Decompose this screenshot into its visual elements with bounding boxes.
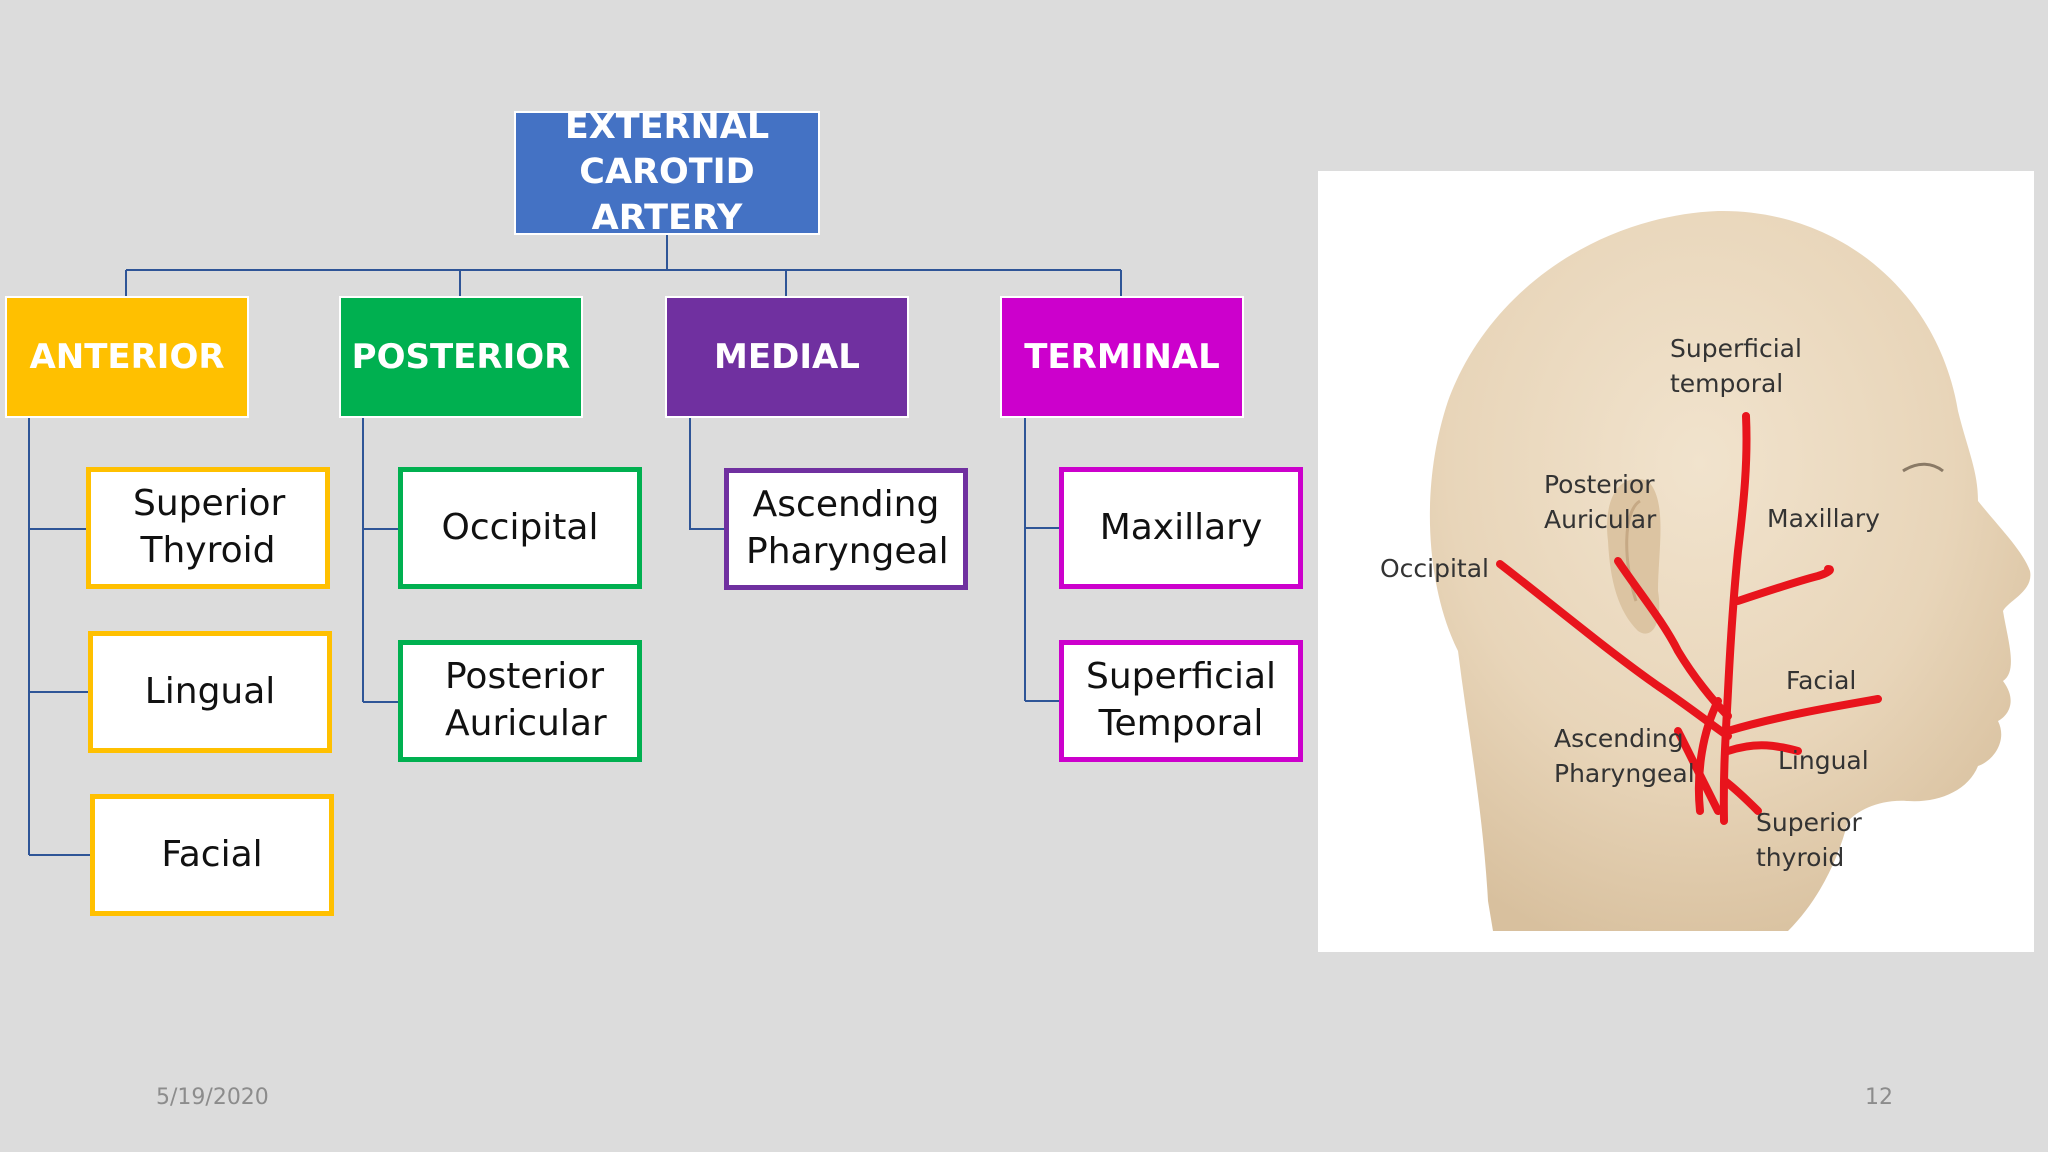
artery-lines [1496, 412, 1882, 825]
eye [1902, 462, 1944, 473]
label-maxillary: Maxillary [1767, 504, 1880, 533]
branch-facial-label: Facial [161, 833, 263, 875]
branch-posterior-auricular: Posterior Auricular [398, 640, 642, 762]
branch-maxillary: Maxillary [1059, 467, 1303, 589]
medial-branch-lines [689, 418, 726, 530]
branch-superior-thyroid-label: Superior Thyroid [133, 483, 286, 571]
branch-superficial-temporal-label: Superficial Temporal [1086, 656, 1277, 744]
category-terminal: TERMINAL [1000, 296, 1244, 418]
branch-lingual: Lingual [88, 631, 332, 753]
category-anterior-label: ANTERIOR [29, 336, 225, 377]
label-facial: Facial [1786, 666, 1857, 695]
category-posterior: POSTERIOR [339, 296, 583, 418]
head-drawing [1429, 210, 2031, 931]
label-ascending-pharyngeal: Ascending Pharyngeal [1554, 724, 1695, 788]
branch-posterior-auricular-label: Posterior Auricular [445, 656, 607, 744]
category-medial-label: MEDIAL [714, 336, 860, 377]
branch-lingual-label: Lingual [144, 670, 276, 712]
branch-superficial-temporal: Superficial Temporal [1059, 640, 1303, 762]
head-silhouette [1429, 210, 2031, 931]
branch-occipital-label: Occipital [441, 506, 599, 548]
branch-occipital: Occipital [398, 467, 642, 589]
footer-page-number: 12 [1865, 1085, 1893, 1110]
category-terminal-label: TERMINAL [1024, 336, 1220, 377]
category-anterior: ANTERIOR [5, 296, 249, 418]
label-occipital: Occipital [1380, 554, 1489, 583]
branch-ascending-pharyngeal-label: Ascending Pharyngeal [746, 484, 949, 572]
category-medial: MEDIAL [665, 296, 909, 418]
root-node-external-carotid-artery: EXTERNAL CAROTID ARTERY [514, 107, 820, 238]
branch-ascending-pharyngeal: Ascending Pharyngeal [724, 468, 968, 590]
label-superior-thyroid: Superior thyroid [1756, 808, 1862, 872]
branch-maxillary-label: Maxillary [1099, 506, 1263, 548]
label-lingual: Lingual [1778, 746, 1869, 775]
branch-superior-thyroid: Superior Thyroid [86, 467, 330, 589]
label-superficial-temporal: Superficial temporal [1670, 334, 1802, 398]
root-label: EXTERNAL CAROTID ARTERY [564, 106, 770, 238]
terminal-branch-lines [1024, 418, 1061, 702]
posterior-branch-lines [362, 418, 400, 703]
footer-date: 5/19/2020 [156, 1085, 269, 1110]
branch-facial: Facial [90, 794, 334, 916]
anterior-branch-lines [28, 418, 92, 856]
category-posterior-label: POSTERIOR [351, 336, 571, 377]
head-artery-illustration: Superficial temporal Posterior Auricular… [1318, 171, 2034, 952]
label-posterior-auricular: Posterior Auricular [1544, 470, 1657, 534]
ear [1607, 479, 1661, 634]
